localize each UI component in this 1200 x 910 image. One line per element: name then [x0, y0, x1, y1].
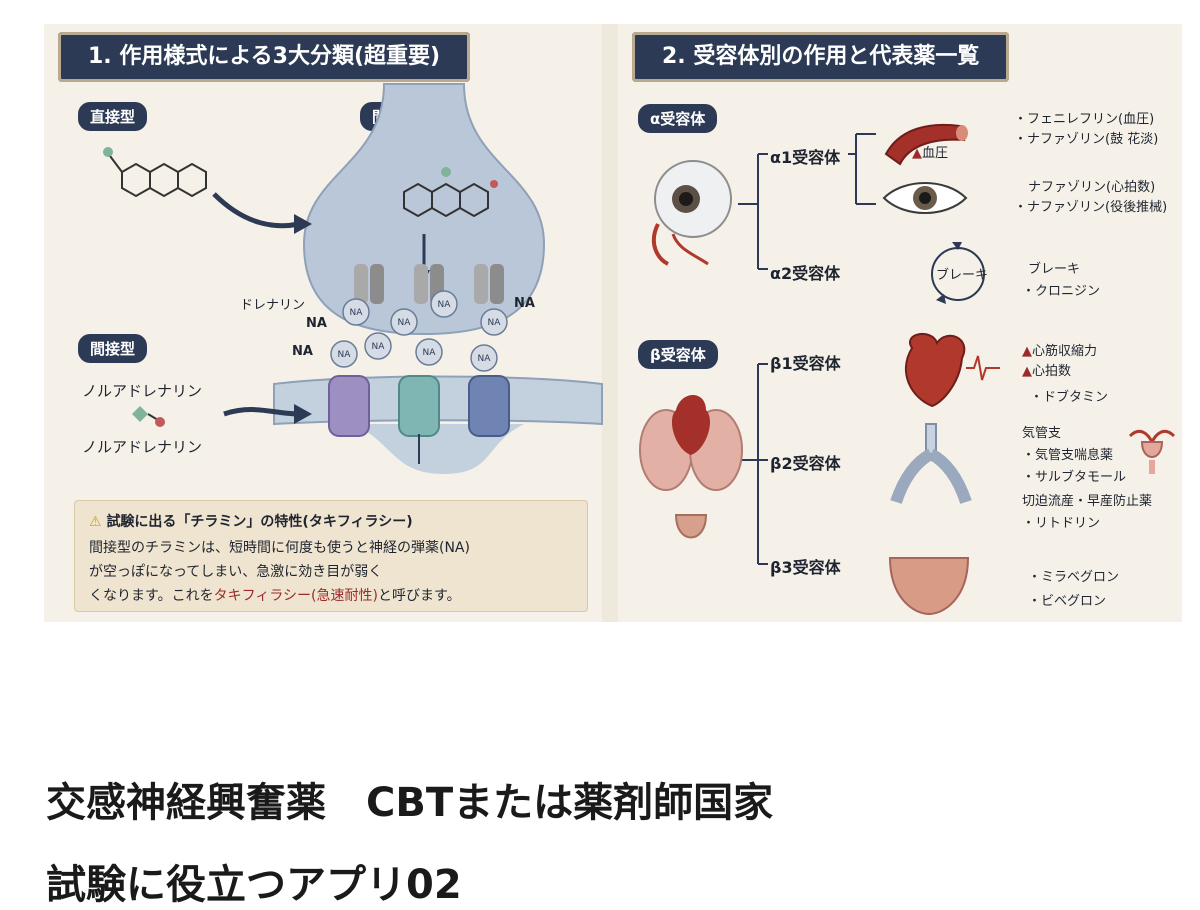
brake-cycle-icon — [931, 242, 985, 304]
direct-type-tag: 直接型 — [78, 102, 148, 131]
beta3-drug-1: ・ミラベグロン — [1028, 570, 1120, 585]
na-label-3: NA — [514, 296, 535, 311]
infographic-image: 1. 作用様式による3大分類(超重要) 直接型 間接型 間接型 — [44, 24, 1182, 622]
left-panel-title: 1. 作用様式による3大分類(超重要) — [58, 32, 471, 82]
svg-text:NA: NA — [478, 354, 492, 364]
receptor-panel: 2. 受容体別の作用と代表薬一覧 α受容体 β受容体 α1受容体 α2受容体 — [618, 24, 1182, 622]
beta3-receptor-label: β3受容体 — [770, 558, 841, 577]
direct-action-arrow — [212, 192, 312, 234]
postsynaptic-membrane — [273, 375, 603, 474]
vesicle-na-label: NA — [350, 308, 364, 318]
pupil-eye-icon — [882, 182, 968, 214]
uterus-icon — [1128, 429, 1176, 474]
bladder-icon — [888, 557, 970, 616]
beta1-receptor-label: β1受容体 — [770, 354, 841, 373]
beta2-line-2: ・気管支喘息薬 — [1022, 448, 1114, 463]
warning-title: ⚠ 試験に出る「チラミン」の特性(タキフィラシー) — [89, 514, 413, 530]
eye-anatomy-icon — [651, 160, 732, 266]
increase-arrow-icon: ▲ — [912, 146, 922, 161]
beta2-line-1: 気管支 — [1022, 426, 1062, 441]
noradrenaline-label-1: ノルアドレナリン — [82, 382, 203, 400]
beta-receptor-tag: β受容体 — [638, 340, 718, 369]
blood-vessel-icon — [884, 123, 968, 166]
na-label-1: NA — [306, 316, 327, 331]
alpha1-receptor-label: α1受容体 — [770, 148, 841, 167]
bronchi-icon — [890, 423, 972, 504]
alpha1-drug-1: ・フェニレフリン(血圧) — [1014, 112, 1155, 127]
svg-text:NA: NA — [423, 348, 437, 358]
beta1-drug: ・ドブタミン — [1030, 390, 1109, 405]
svg-text:NA: NA — [488, 318, 502, 328]
warning-icon: ⚠ — [89, 514, 102, 530]
alpha2-drug-1: ブレーキ — [1028, 262, 1081, 277]
warning-line-1: 間接型のチラミンは、短時間に何度も使うと神経の弾薬(NA) — [89, 540, 470, 556]
article-title-line-1[interactable]: 交感神経興奮薬 CBTまたは薬剤師国家 — [46, 780, 774, 826]
beta2-receptor-label: β2受容体 — [770, 454, 841, 473]
alpha2-drug-2: ・クロニジン — [1022, 284, 1101, 299]
na-label-2: NA — [292, 344, 313, 359]
molecule-icon — [103, 147, 207, 198]
alpha-receptor-tag: α受容体 — [638, 104, 718, 133]
alpha2-receptor-label: α2受容体 — [770, 264, 841, 283]
beta1-effect-1: ▲心筋収縮力 — [1022, 344, 1098, 359]
alpha1-drug-4: ・ナファゾリン(役後推械) — [1014, 200, 1168, 215]
alpha1-drug-2: ・ナファゾリン(鼓 花淡) — [1014, 132, 1159, 147]
tachyphylaxis-highlight: タキフィラシー(急速耐性) — [213, 588, 378, 604]
article-title-line-2[interactable]: 試験に役立つアプリ02 — [46, 862, 462, 908]
brake-label: ブレーキ — [936, 268, 989, 283]
svg-text:NA: NA — [438, 300, 452, 310]
noradrenaline-molecule-icon — [132, 406, 165, 427]
beta-branch-lines — [738, 363, 768, 565]
transporter-group — [354, 264, 504, 304]
right-panel-title: 2. 受容体別の作用と代表薬一覧 — [632, 32, 1010, 82]
alpha-branch-lines — [738, 133, 876, 270]
beta3-drug-2: ・ビベグロン — [1028, 594, 1107, 609]
beta2-line-4: 切迫流産・早産防止薬 — [1022, 494, 1153, 509]
blood-pressure-effect: ▲血圧 — [912, 146, 949, 161]
mode-of-action-panel: 1. 作用様式による3大分類(超重要) 直接型 間接型 間接型 — [44, 24, 603, 622]
doretarin-label: ドレナリン — [240, 298, 306, 313]
indirect-type-tag-left: 間接型 — [78, 334, 148, 363]
indirect-action-arrow — [223, 404, 312, 424]
warning-line-3: くなります。これをタキフィラシー(急速耐性)と呼びます。 — [89, 588, 461, 604]
svg-text:NA: NA — [338, 350, 352, 360]
alpha1-drug-3: ナファゾリン(心拍数) — [1028, 180, 1156, 195]
tyramine-molecule-icon — [403, 167, 498, 218]
heart-icon — [905, 332, 1000, 408]
svg-text:NA: NA — [372, 342, 386, 352]
warning-line-2: が空っぽになってしまい、急激に効き目が弱く — [89, 564, 383, 580]
na-vesicles: NA NA NA NA NA NA NA NA — [330, 290, 508, 372]
beta1-effect-2: ▲心拍数 — [1022, 364, 1072, 379]
tachyphylaxis-warning-box: ⚠ 試験に出る「チラミン」の特性(タキフィラシー) 間接型のチラミンは、短時間に… — [74, 500, 588, 612]
beta2-line-5: ・リトドリン — [1022, 516, 1101, 531]
noradrenaline-label-2: ノルアドレナリン — [82, 438, 203, 456]
svg-text:NA: NA — [398, 318, 412, 328]
thoracic-organs-icon — [639, 395, 743, 539]
beta2-line-3: ・サルブタモール — [1022, 470, 1127, 485]
